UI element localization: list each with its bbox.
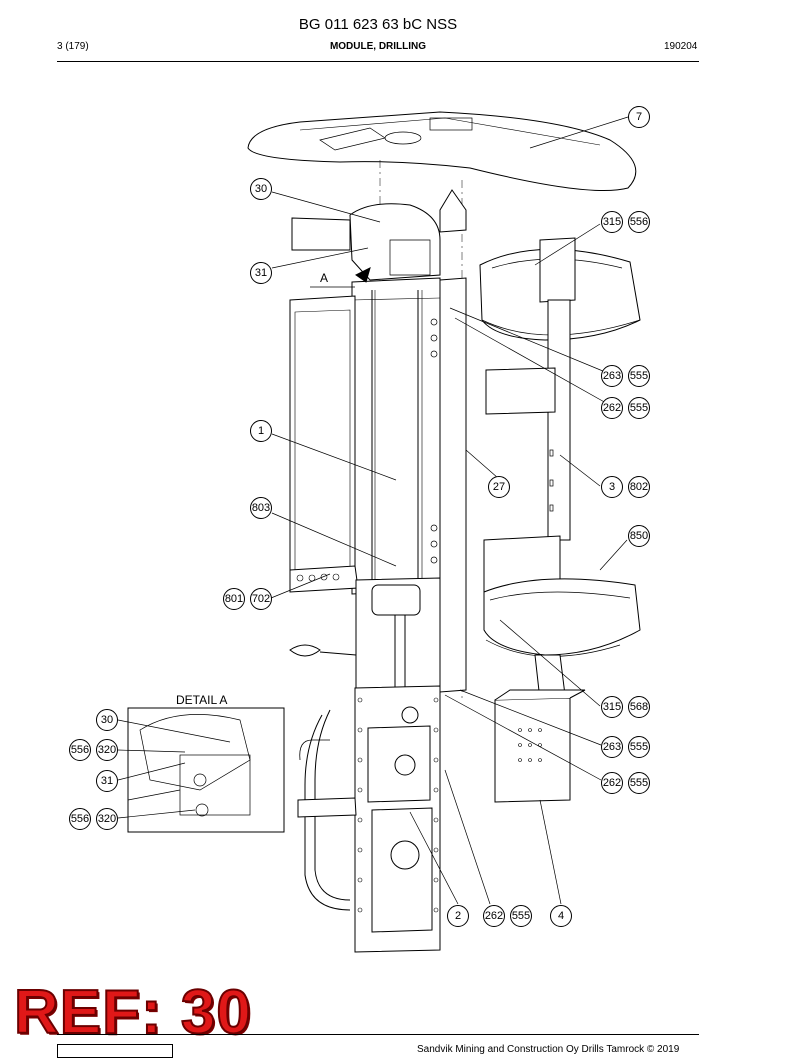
- callout-555: 555: [628, 365, 650, 387]
- callout-556: 556: [69, 739, 91, 761]
- callout-263: 263: [601, 736, 623, 758]
- detail-a-label: DETAIL A: [176, 693, 228, 707]
- callout-555: 555: [628, 736, 650, 758]
- callout-262: 262: [483, 905, 505, 927]
- callout-31: 31: [96, 770, 118, 792]
- callout-803: 803: [250, 497, 272, 519]
- callout-262: 262: [601, 772, 623, 794]
- ref-stamp: REF: 30: [13, 978, 252, 1047]
- callout-702: 702: [250, 588, 272, 610]
- callout-320: 320: [96, 739, 118, 761]
- view-letter-a: A: [320, 271, 329, 285]
- callout-556: 556: [628, 211, 650, 233]
- callout-4: 4: [550, 905, 572, 927]
- callout-315: 315: [601, 696, 623, 718]
- callout-2: 2: [447, 905, 469, 927]
- footer-copyright: Sandvik Mining and Construction Oy Drill…: [417, 1044, 680, 1055]
- page-number: 3 (179): [57, 41, 89, 52]
- sandvik-logo: [57, 1044, 173, 1058]
- callout-1: 1: [250, 420, 272, 442]
- section-title: MODULE, DRILLING: [329, 41, 427, 52]
- callout-555: 555: [628, 397, 650, 419]
- callout-27: 27: [488, 476, 510, 498]
- callout-555: 555: [510, 905, 532, 927]
- header-divider: [57, 61, 699, 62]
- callout-802: 802: [628, 476, 650, 498]
- footer-divider: [57, 1034, 699, 1035]
- document-title: BG 011 623 63 bC NSS: [298, 16, 458, 33]
- callout-850: 850: [628, 525, 650, 547]
- callout-315: 315: [601, 211, 623, 233]
- callout-801: 801: [223, 588, 245, 610]
- callout-262: 262: [601, 397, 623, 419]
- callout-31: 31: [250, 262, 272, 284]
- callout-556: 556: [69, 808, 91, 830]
- callout-30: 30: [250, 178, 272, 200]
- callout-555: 555: [628, 772, 650, 794]
- callout-7: 7: [628, 106, 650, 128]
- callout-263: 263: [601, 365, 623, 387]
- document-date: 190204: [664, 41, 698, 52]
- callout-30: 30: [96, 709, 118, 731]
- callout-568: 568: [628, 696, 650, 718]
- callout-320: 320: [96, 808, 118, 830]
- callout-3: 3: [601, 476, 623, 498]
